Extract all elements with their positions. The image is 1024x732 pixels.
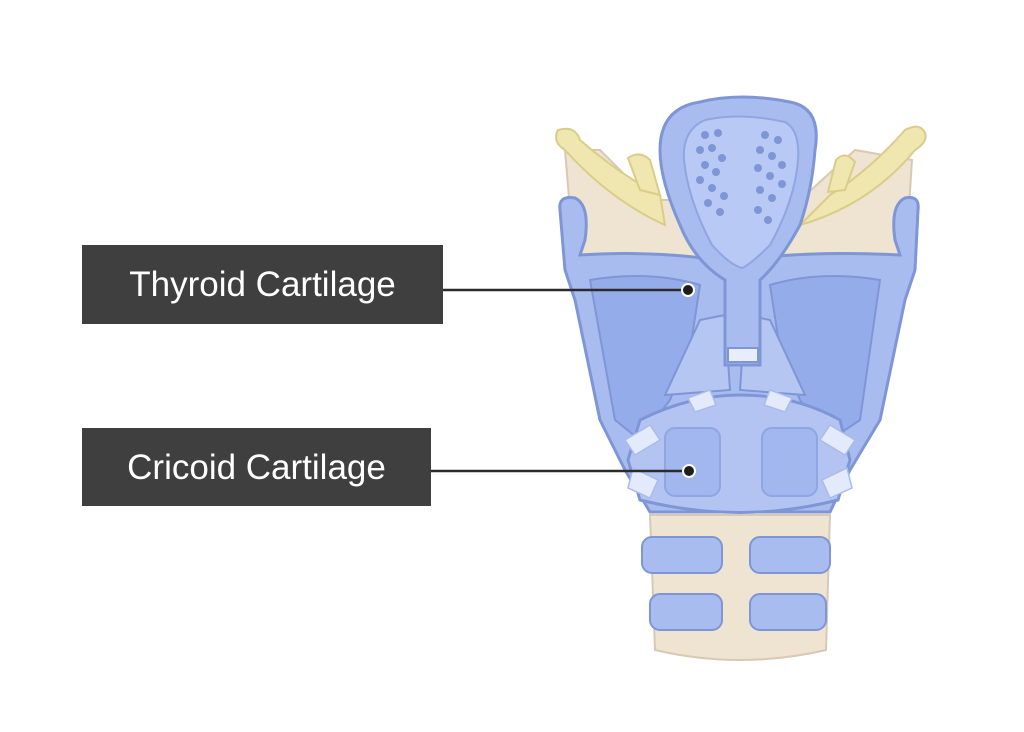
label-cricoid-cartilage: Cricoid Cartilage	[82, 428, 431, 506]
tracheal-ring-2-right	[749, 593, 827, 631]
thyroid-pointer-dot	[681, 283, 695, 297]
thyroid-right-lamina	[768, 275, 882, 442]
hyoid-right-tubercle	[826, 154, 857, 194]
label-thyroid-cartilage: Thyroid Cartilage	[82, 245, 443, 324]
epiglottis-pits	[696, 129, 786, 224]
tracheal-ring-1-left	[641, 536, 723, 574]
hyoid-left-horn	[555, 127, 667, 227]
thyroid-left-lamina	[588, 275, 702, 442]
arytenoid-left	[663, 313, 732, 397]
epiglottis-stalk-ring	[727, 347, 759, 363]
cricoid-right-panel	[761, 427, 818, 497]
tracheal-ring-2-left	[649, 593, 723, 631]
cricoid-pointer-dot	[682, 464, 696, 478]
tracheal-ring-1-right	[749, 536, 831, 574]
hyoid-left-tubercle	[626, 153, 662, 197]
cricothyroid-ligaments	[623, 389, 857, 499]
cricoid-left-panel	[664, 427, 721, 497]
